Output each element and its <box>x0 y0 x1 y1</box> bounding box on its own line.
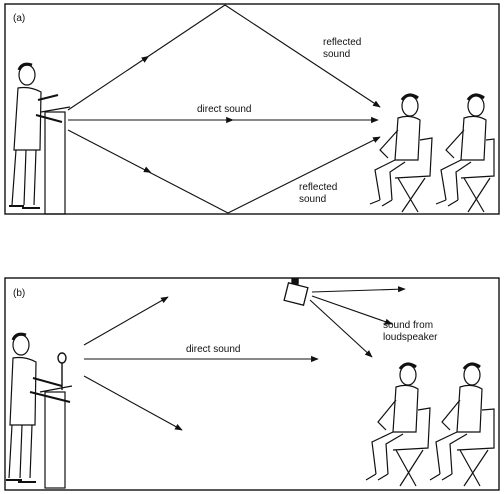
label-reflected-top-line2: sound <box>323 49 350 60</box>
listener-figure <box>429 362 495 487</box>
lectern <box>40 106 71 215</box>
label-loudspeaker-line2: loudspeaker <box>383 332 438 343</box>
label-reflected-bottom-line1: reflected <box>299 182 337 193</box>
panel-b: (b) <box>4 277 500 491</box>
chair <box>456 408 495 487</box>
loudspeaker-rays <box>309 286 406 358</box>
listener-figure <box>369 93 433 213</box>
panel-b-tag: (b) <box>13 288 25 299</box>
label-loudspeaker-line1: sound from <box>383 320 433 331</box>
label-reflected-bottom: reflected sound <box>299 182 340 205</box>
label-reflected-top: reflected sound <box>323 37 364 60</box>
panel-b-frame <box>4 277 500 491</box>
ray-reflected-top <box>67 4 381 111</box>
label-reflected-top-line1: reflected <box>323 37 361 48</box>
panel-a: (a) <box>4 3 500 215</box>
ray-direct-down <box>83 375 183 431</box>
panel-a-frame <box>4 3 500 215</box>
speaker-figure <box>6 332 71 483</box>
label-reflected-bottom-line2: sound <box>299 194 326 205</box>
ray-direct-up <box>83 296 169 346</box>
chair <box>392 407 431 487</box>
speaker-figure <box>9 62 63 209</box>
listener-figure <box>365 362 431 487</box>
label-direct-b: direct sound <box>186 344 240 355</box>
panel-a-tag: (a) <box>13 13 25 24</box>
chair <box>394 137 433 213</box>
label-direct-a: direct sound <box>197 104 251 115</box>
loudspeaker-box <box>283 278 309 306</box>
ray-reflected-bottom <box>67 129 381 214</box>
listener-figure <box>435 93 495 213</box>
lectern <box>39 385 73 489</box>
chair <box>460 138 495 213</box>
label-loudspeaker: sound from loudspeaker <box>383 320 438 343</box>
microphone <box>57 352 67 390</box>
